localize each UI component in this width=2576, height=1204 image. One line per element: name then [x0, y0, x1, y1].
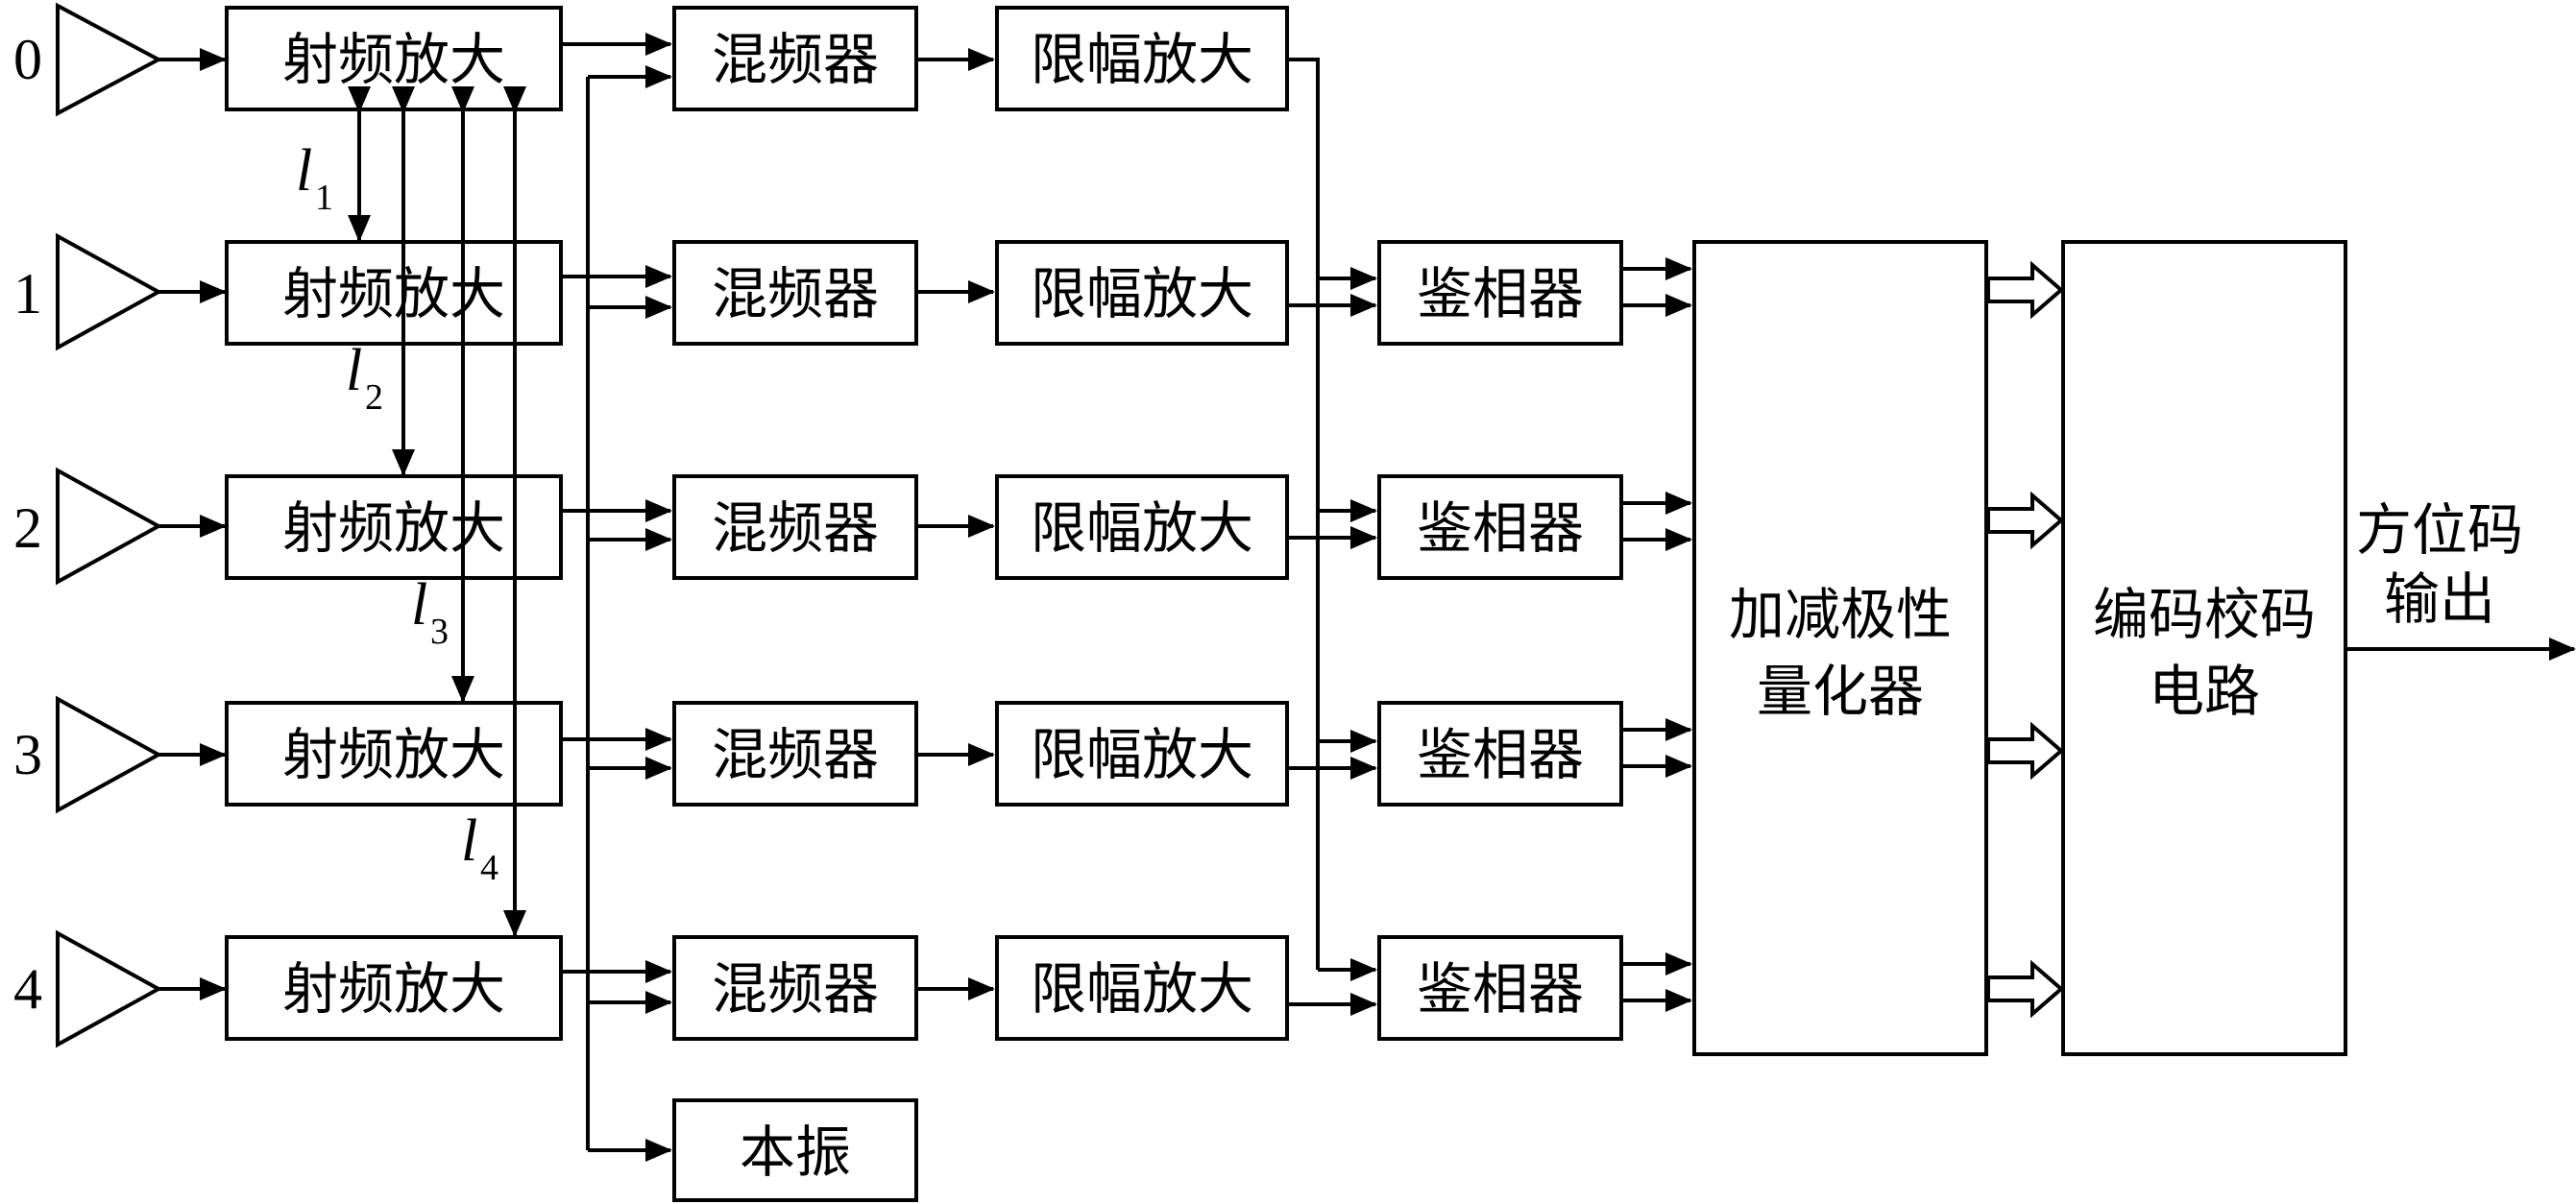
channel-label-4: 4	[13, 957, 42, 1021]
rf-amp-0: 射频放大	[225, 6, 563, 111]
bus-arrow-3	[1986, 721, 2065, 781]
svg-text:2: 2	[365, 377, 383, 418]
output-label-line1: 方位码	[2356, 497, 2523, 563]
rf-amp-label: 射频放大	[282, 261, 505, 326]
limiter-label: 限幅放大	[1031, 956, 1253, 1022]
limiter-0: 限幅放大	[995, 6, 1289, 111]
channel-label-0: 0	[13, 28, 42, 91]
antenna-4-icon	[56, 929, 163, 1048]
encoder-circuit: 编码校码 电路	[2061, 240, 2347, 1056]
phase-detector-label: 鉴相器	[1417, 722, 1584, 787]
phase-detector-2: 鉴相器	[1377, 474, 1623, 580]
svg-text:1: 1	[315, 178, 333, 218]
rf-amp-label: 射频放大	[282, 956, 505, 1022]
svg-text:3: 3	[430, 612, 449, 652]
mixer-label: 混频器	[712, 956, 879, 1022]
mixer-0: 混频器	[672, 6, 918, 111]
reference-bus	[1287, 58, 1320, 970]
limiter-2: 限幅放大	[995, 474, 1289, 580]
rf-amp-label: 射频放大	[282, 27, 505, 92]
phase-detector-label: 鉴相器	[1417, 495, 1584, 561]
quantizer-label-line2: 量化器	[1757, 659, 1924, 724]
phase-detector-1: 鉴相器	[1377, 240, 1623, 346]
phase-detector-4: 鉴相器	[1377, 935, 1623, 1041]
svg-text:l: l	[346, 338, 362, 403]
channel-label-3: 3	[13, 723, 42, 786]
baseline-l3-label: l 3	[411, 572, 449, 652]
rf-amp-4: 射频放大	[225, 935, 563, 1041]
antenna-1-icon	[56, 232, 163, 351]
mixer-label: 混频器	[712, 722, 879, 787]
phase-detector-3: 鉴相器	[1377, 701, 1623, 807]
bus-arrow-4	[1986, 959, 2065, 1019]
channel-label-1: 1	[13, 262, 42, 325]
encoder-label-line1: 编码校码	[2093, 582, 2316, 647]
local-oscillator-label: 本振	[740, 1120, 851, 1185]
svg-text:l: l	[461, 808, 477, 874]
mixer-label: 混频器	[712, 261, 879, 326]
mixer-1: 混频器	[672, 240, 918, 346]
rf-amp-3: 射频放大	[225, 701, 563, 807]
limiter-label: 限幅放大	[1031, 27, 1253, 92]
limiter-label: 限幅放大	[1031, 722, 1253, 787]
svg-text:l: l	[411, 572, 427, 638]
rf-amp-1: 射频放大	[225, 240, 563, 346]
mixer-2: 混频器	[672, 474, 918, 580]
mixer-label: 混频器	[712, 27, 879, 92]
bus-arrow-2	[1986, 491, 2065, 550]
bus-arrow-1	[1986, 260, 2065, 320]
rf-amp-2: 射频放大	[225, 474, 563, 580]
limiter-label: 限幅放大	[1031, 261, 1253, 326]
svg-text:4: 4	[480, 848, 498, 888]
baseline-l1-label: l 1	[296, 138, 333, 218]
phase-detector-label: 鉴相器	[1417, 261, 1584, 326]
baseline-l2-label: l 2	[346, 338, 383, 418]
local-oscillator: 本振	[672, 1098, 918, 1202]
limiter-1: 限幅放大	[995, 240, 1289, 346]
output-label-line2: 输出	[2384, 566, 2495, 632]
mixer-4: 混频器	[672, 935, 918, 1041]
antenna-0-icon	[56, 2, 163, 117]
quantizer-label-line1: 加减极性	[1729, 582, 1952, 647]
limiter-3: 限幅放大	[995, 701, 1289, 807]
svg-text:l: l	[296, 138, 312, 204]
mixer-3: 混频器	[672, 701, 918, 807]
limiter-label: 限幅放大	[1031, 495, 1253, 561]
phase-detector-label: 鉴相器	[1417, 956, 1584, 1022]
baseline-l4-label: l 4	[461, 808, 498, 888]
channel-label-2: 2	[13, 496, 42, 560]
limiter-4: 限幅放大	[995, 935, 1289, 1041]
rf-amp-label: 射频放大	[282, 722, 505, 787]
antenna-2-icon	[56, 467, 163, 586]
encoder-label-line2: 电路	[2149, 659, 2260, 724]
antenna-3-icon	[56, 695, 163, 814]
mixer-label: 混频器	[712, 495, 879, 561]
rf-amp-label: 射频放大	[282, 495, 505, 561]
polarity-quantizer: 加减极性 量化器	[1692, 240, 1988, 1056]
